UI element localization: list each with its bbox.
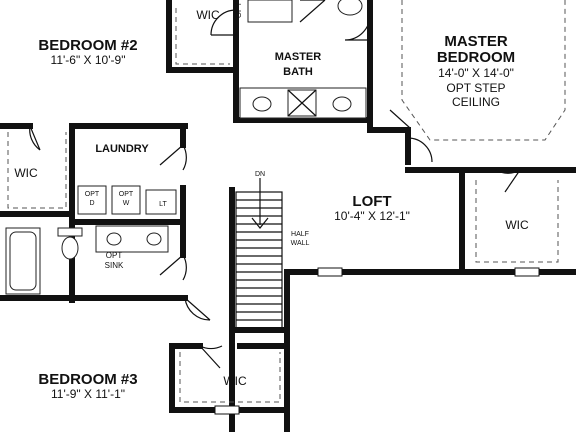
stairs-down-label: DN <box>255 171 265 178</box>
master-bath-name-2: BATH <box>283 66 313 78</box>
wic-bottom-label: WIC <box>223 374 247 388</box>
doors <box>29 0 521 369</box>
bedroom2-name: BEDROOM #2 <box>38 37 137 54</box>
half-wall-label-2: WALL <box>291 240 310 247</box>
fixtures <box>5 0 367 295</box>
master-bedroom-name-1: MASTER <box>444 33 508 50</box>
bedroom3-dims: 11'-9" X 11'-1" <box>51 387 125 401</box>
opt-washer-label-2: W <box>123 200 130 207</box>
master-bedroom-note-2: CEILING <box>452 95 500 109</box>
loft-dims: 10'-4" X 12'-1" <box>334 209 410 223</box>
opt-top-label: OPT <box>234 2 243 19</box>
bedroom2-dims: 11'-6" X 10'-9" <box>51 53 126 67</box>
opt-dryer-label-1: OPT <box>85 191 100 198</box>
wic-left-label: WIC <box>14 166 38 180</box>
opt-sink-label-1: OPT <box>106 251 123 260</box>
dashed-outlines <box>7 0 566 403</box>
laundry-name: LAUNDRY <box>95 143 149 155</box>
opt-sink-label-2: SINK <box>105 261 124 270</box>
wic-top-label: WIC <box>196 8 220 22</box>
bedroom3-name: BEDROOM #3 <box>38 371 137 388</box>
windows <box>214 267 540 415</box>
laundry-tub-label: LT <box>159 201 167 208</box>
wic-right-label: WIC <box>505 218 529 232</box>
stairs <box>235 178 283 329</box>
labels: BEDROOM #2 11'-6" X 10'-9" BEDROOM #3 11… <box>14 2 529 401</box>
master-bedroom-dims: 14'-0" X 14'-0" <box>438 66 514 80</box>
master-bath-name-1: MASTER <box>275 51 322 63</box>
loft-name: LOFT <box>352 193 391 210</box>
opt-dryer-label-2: D <box>89 200 94 207</box>
master-bedroom-note-1: OPT STEP <box>446 81 505 95</box>
opt-washer-label-1: OPT <box>119 191 134 198</box>
half-wall-label-1: HALF <box>291 231 309 238</box>
master-bedroom-name-2: BEDROOM <box>437 49 515 66</box>
